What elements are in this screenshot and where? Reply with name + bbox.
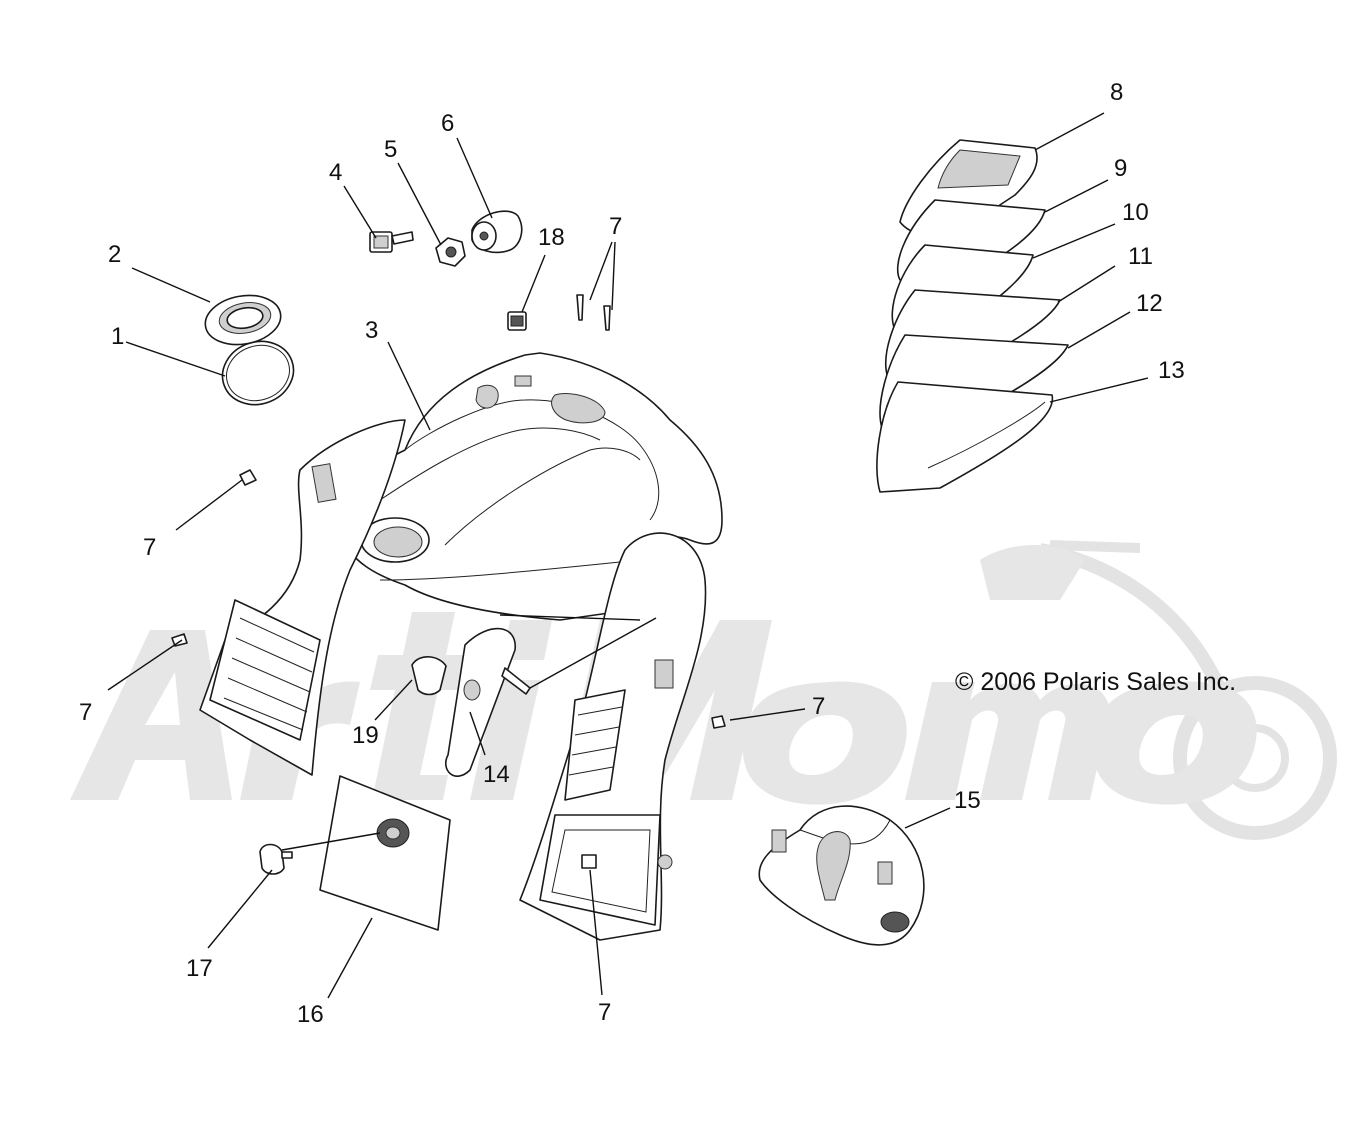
switch-part [507, 311, 527, 331]
callout-1: 1 [111, 323, 124, 350]
callout-10: 10 [1122, 199, 1149, 226]
callout-7-right: 7 [812, 693, 825, 720]
callout-15: 15 [954, 787, 981, 814]
nut-part [435, 237, 466, 267]
callout-labels: 1 2 3 4 5 6 7 7 7 7 7 8 9 10 11 12 13 14… [79, 79, 1185, 1028]
center-lower-panel-part [519, 532, 707, 941]
left-side-panel-part [199, 419, 406, 776]
screw-parts [171, 294, 726, 869]
callout-6: 6 [441, 110, 454, 137]
callout-18: 18 [538, 224, 565, 251]
callout-11: 11 [1128, 243, 1153, 270]
callout-16: 16 [297, 1001, 324, 1028]
callout-14: 14 [483, 761, 510, 788]
callout-17: 17 [186, 955, 213, 982]
callout-7-left-lower: 7 [79, 699, 92, 726]
cover-plate-part [319, 775, 451, 931]
leader-lines [107, 112, 1149, 999]
callout-7-top: 7 [609, 213, 622, 240]
callout-9: 9 [1114, 155, 1127, 182]
lamp-housing-part [445, 627, 531, 777]
callout-7-left-upper: 7 [143, 534, 156, 561]
gauge-bezel-part [204, 294, 282, 346]
callout-4: 4 [329, 159, 342, 186]
watermark [70, 540, 1337, 840]
watermark-logo-icon [70, 612, 1257, 805]
callout-7-bottom: 7 [598, 999, 611, 1026]
callout-5: 5 [384, 136, 397, 163]
key-part [369, 231, 414, 253]
bulb-part [411, 656, 447, 696]
storage-box-part [758, 805, 925, 946]
gauge-housing-stack-parts [876, 139, 1069, 493]
callout-2: 2 [108, 241, 121, 268]
callout-3: 3 [365, 317, 378, 344]
callout-19: 19 [352, 722, 379, 749]
watermark-motorcycle-icon [980, 540, 1337, 840]
knob-part [259, 843, 293, 875]
callout-13: 13 [1158, 357, 1185, 384]
copyright-notice: © 2006 Polaris Sales Inc. [955, 668, 1236, 696]
callout-12: 12 [1136, 290, 1163, 317]
callout-8: 8 [1110, 79, 1123, 106]
ignition-switch-part [471, 210, 523, 254]
